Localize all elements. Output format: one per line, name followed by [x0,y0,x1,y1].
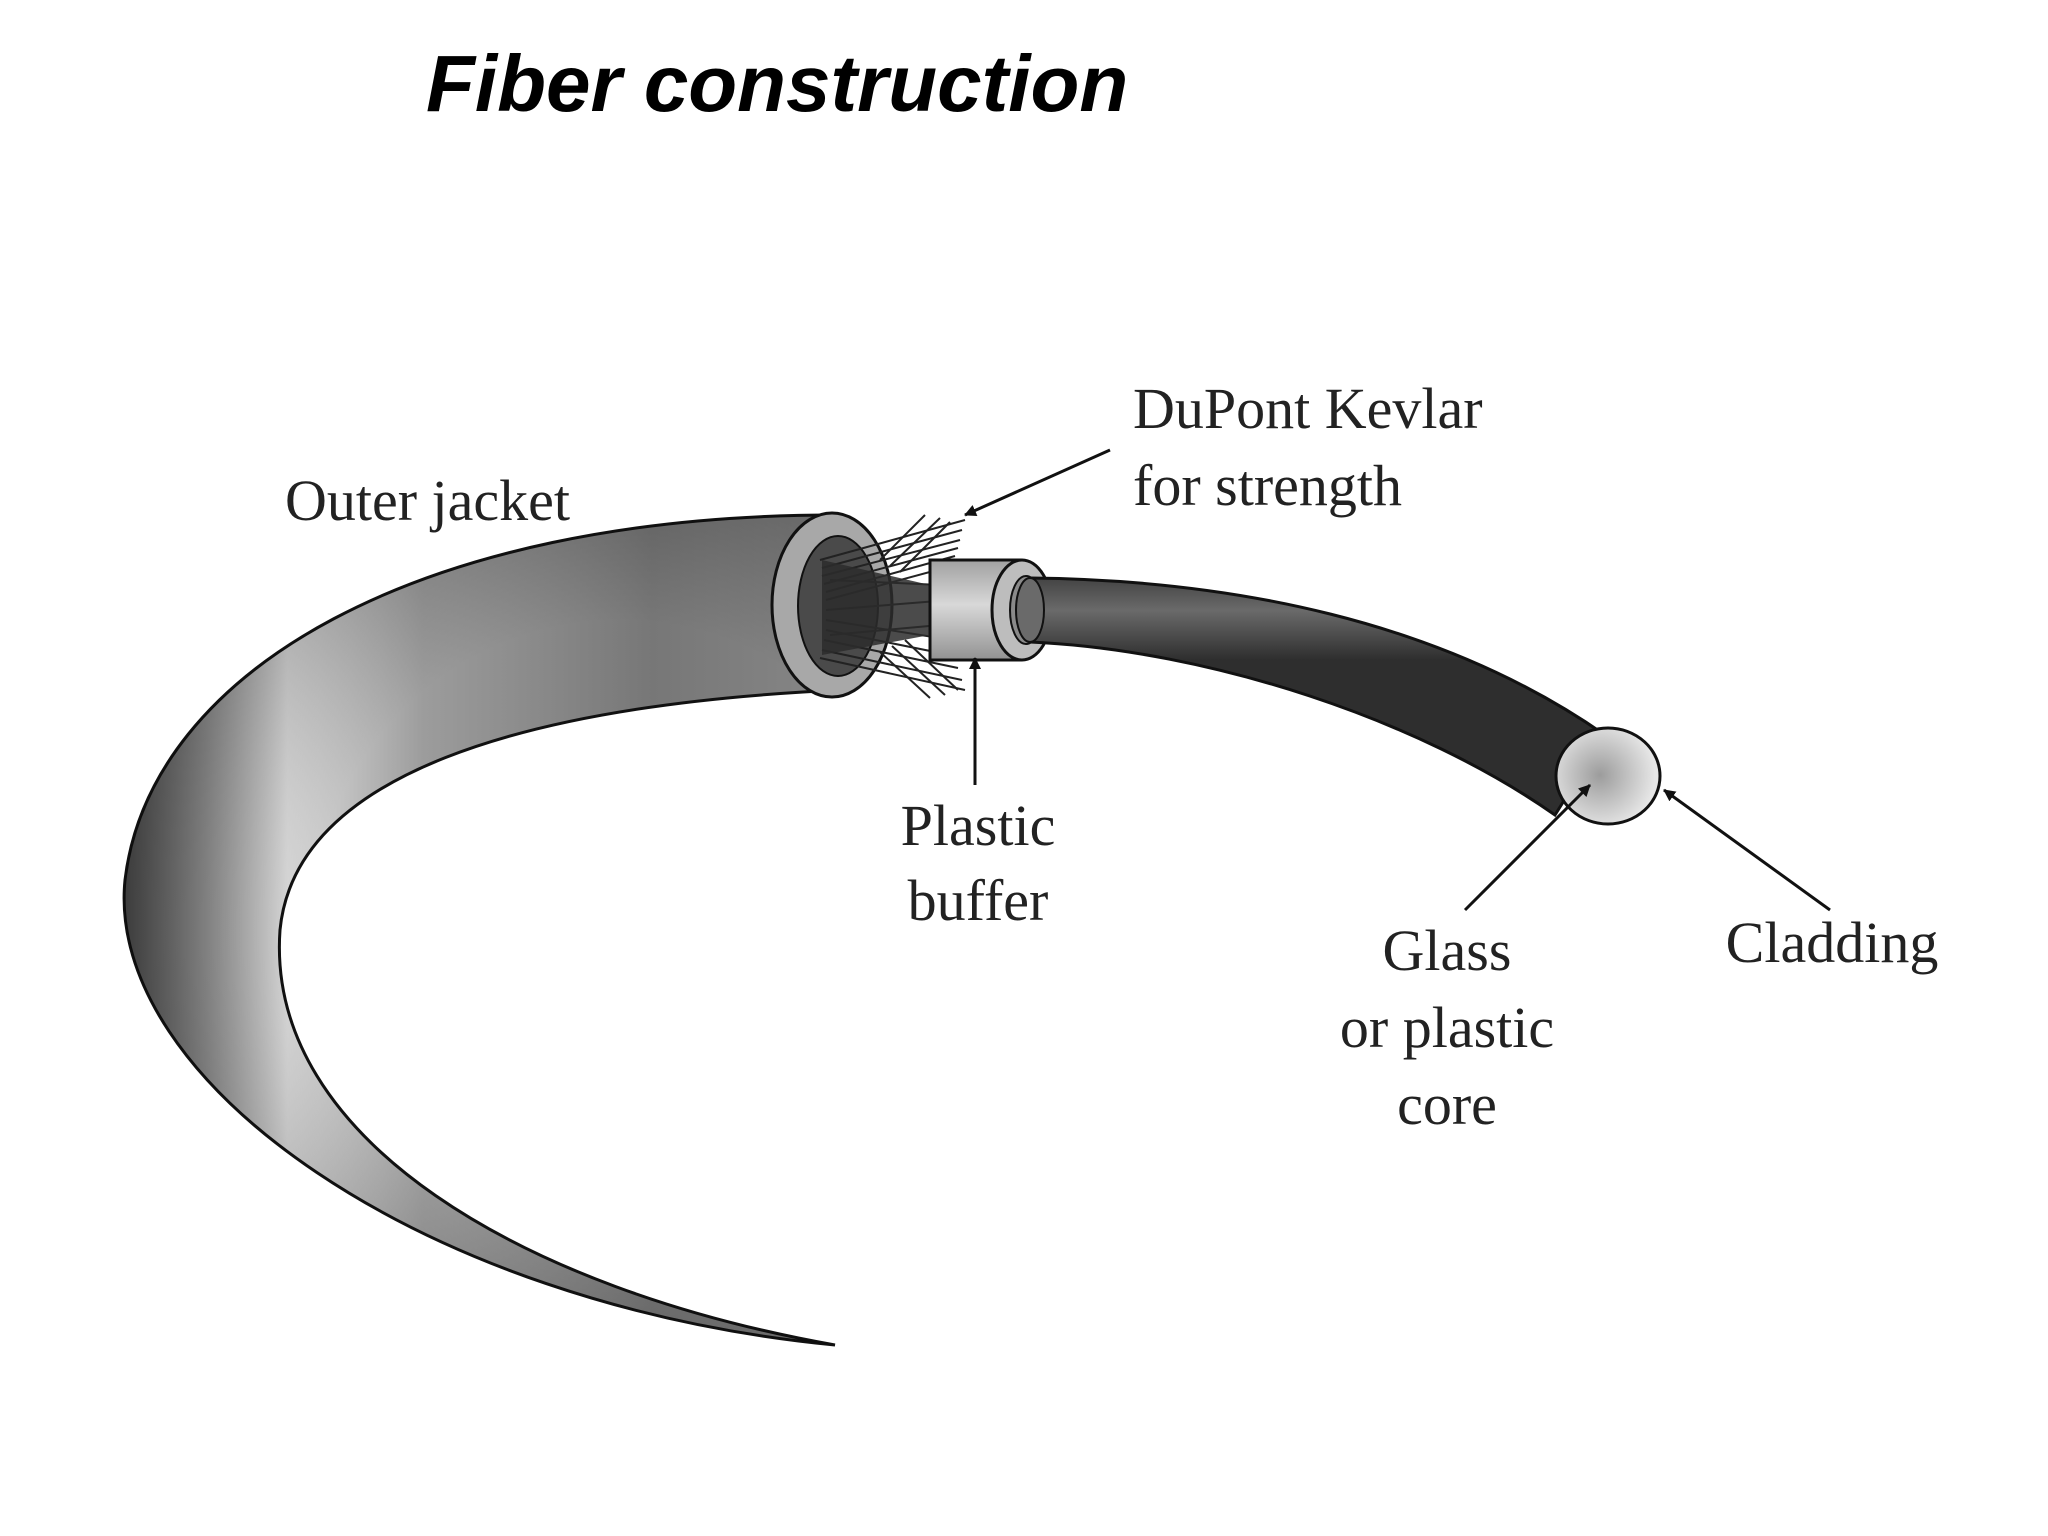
label-core-line2: or plastic [1340,995,1554,1060]
label-buffer-line1: Plastic [901,793,1056,858]
arrow-cladding [1663,788,1831,912]
fiber-strand-shape [1015,576,1608,818]
page-title: Fiber construction [426,39,1129,128]
label-kevlar-line2: for strength [1133,453,1402,518]
label-buffer-line2: buffer [908,868,1049,933]
kevlar-fill [822,560,930,655]
label-outer-jacket: Outer jacket [285,468,570,533]
arrow-core [1463,783,1592,912]
leader-arrows [964,448,1831,912]
outer-jacket-shape [122,511,894,1347]
label-kevlar-line1: DuPont Kevlar [1133,376,1483,441]
label-core-line1: Glass [1383,918,1512,983]
label-cladding: Cladding [1726,910,1939,975]
arrow-kevlar [964,448,1111,517]
label-core-line3: core [1397,1072,1497,1137]
fiber-end-face [1554,726,1662,826]
